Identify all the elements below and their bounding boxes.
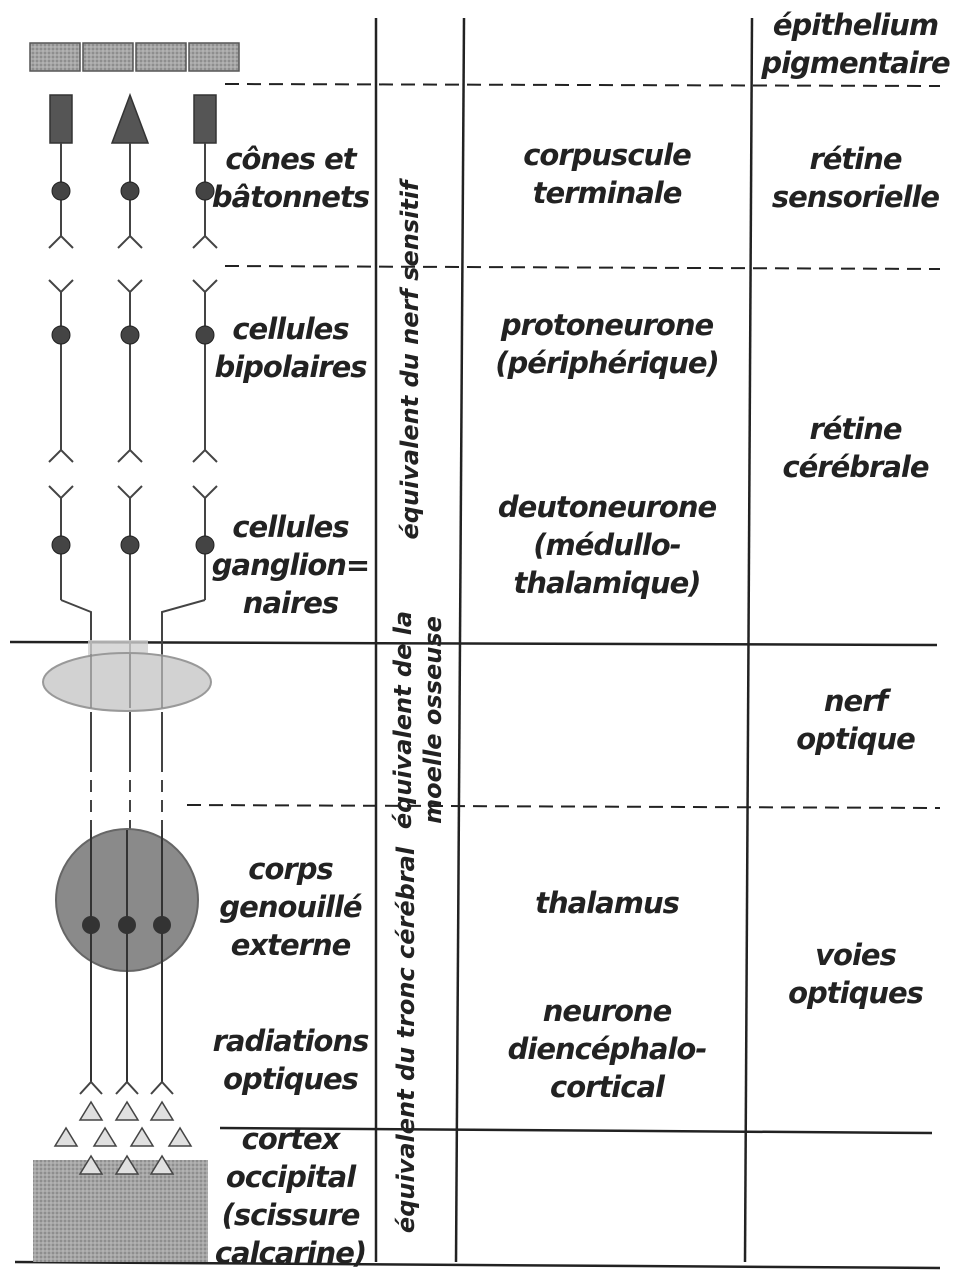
photoreceptors — [49, 92, 217, 144]
label-line: rétine — [809, 412, 902, 446]
label-line: pigmentaire — [761, 46, 950, 80]
label-line: cérébrale — [782, 450, 929, 484]
label-line: (médullo- — [533, 528, 681, 562]
rod-right — [193, 94, 217, 144]
dash-line-retina — [224, 265, 941, 270]
label-optic-radiations: radiations optiques — [198, 1022, 383, 1098]
label-line: corpuscule — [523, 138, 692, 172]
label-occipital-cortex: cortex occipital (scissure calcarine) — [198, 1120, 383, 1272]
occipital-cortex — [33, 1100, 208, 1262]
photoreceptor-soma — [51, 181, 71, 201]
label-line: calcarine) — [214, 1236, 367, 1270]
radiation-terminals — [79, 1080, 174, 1095]
label-deutoneuron: deutoneurone (médullo- thalamique) — [462, 488, 752, 602]
label-line: sensorielle — [771, 180, 940, 214]
label-line: épithelium — [772, 8, 939, 42]
label-line: cortical — [550, 1070, 665, 1104]
label-line: naires — [242, 586, 339, 620]
label-line: (scissure — [221, 1198, 361, 1232]
label-pigment-epithelium: épithelium pigmentaire — [752, 6, 959, 82]
neuron-chains-upper — [48, 143, 218, 708]
label-ganglion-cells: cellules ganglion= naires — [198, 508, 383, 622]
label-line: diencéphalo- — [507, 1032, 708, 1066]
ganglion-soma — [195, 535, 215, 555]
label-line: optiques — [788, 976, 924, 1010]
label-cones-rods: cônes et bâtonnets — [198, 140, 383, 216]
label-line: cônes et — [225, 142, 356, 176]
label-line: cellules — [232, 312, 349, 346]
divider-col4 — [743, 17, 754, 1263]
lateral-geniculate-nucleus — [55, 828, 199, 1082]
photoreceptor-soma — [120, 181, 140, 201]
label-line: externe — [230, 928, 352, 962]
label-line: occipital — [225, 1160, 356, 1194]
label-line: neurone — [542, 994, 673, 1028]
label-line: protoneurone — [500, 308, 714, 342]
label-protoneuron: protoneurone (périphérique) — [462, 306, 752, 382]
solid-line-cortex — [219, 1126, 933, 1135]
ganglion-soma — [51, 535, 71, 555]
divider-col3 — [454, 17, 466, 1263]
label-bipolar-cells: cellules bipolaires — [198, 310, 383, 386]
label-diencephalo-cortical-neuron: neurone diencéphalo- cortical — [462, 992, 752, 1106]
row-dividers — [9, 83, 941, 1270]
label-line: corps — [248, 852, 333, 886]
ganglion-soma — [120, 535, 140, 555]
label-line: voies — [815, 938, 897, 972]
optic-chiasm — [42, 640, 212, 712]
label-line: bipolaires — [214, 350, 367, 384]
optic-nerve-fibers — [90, 712, 163, 830]
label-sensory-retina: rétine sensorielle — [752, 140, 959, 216]
chain-middle — [117, 143, 143, 708]
label-line: radiations — [212, 1024, 370, 1058]
label-geniculate-body: corps genouillé externe — [198, 850, 383, 964]
label-line: genouillé — [219, 890, 362, 924]
label-line: cortex — [241, 1122, 341, 1156]
label-line: bâtonnets — [211, 180, 370, 214]
label-line: ganglion= — [211, 548, 370, 582]
label-line: nerf — [823, 684, 888, 718]
chain-right — [161, 143, 218, 708]
dash-line-geniculate — [186, 804, 941, 809]
retinal-cell-bodies — [51, 181, 215, 555]
chain-left — [48, 143, 92, 708]
label-line: optique — [796, 722, 916, 756]
label-brainstem-equivalent: équivalent du tronc cérébral — [392, 846, 420, 1234]
label-terminal-corpuscle: corpuscule terminale — [462, 136, 752, 212]
label-line: thalamique) — [513, 566, 701, 600]
label-optic-pathways: voies optiques — [752, 936, 959, 1012]
label-line: cellules — [232, 510, 349, 544]
dash-line-epithelium — [224, 83, 941, 87]
label-line: moelle osseuse — [419, 616, 447, 824]
label-line: équivalent de la — [389, 610, 417, 830]
label-cerebral-retina: rétine cérébrale — [752, 410, 959, 486]
label-line: terminale — [532, 176, 683, 210]
label-line: optiques — [223, 1062, 359, 1096]
bipolar-soma — [195, 325, 215, 345]
label-line: (périphérique) — [495, 346, 720, 380]
column-dividers — [374, 17, 754, 1263]
label-line: rétine — [809, 142, 902, 176]
solid-line-chiasm — [9, 640, 938, 647]
bottom-line — [14, 1260, 941, 1270]
label-line: deutoneurone — [497, 490, 717, 524]
label-sensory-nerve-equivalent: équivalent du nerf sensitif — [396, 180, 424, 540]
label-spinal-cord-equivalent: équivalent de la moelle osseuse — [388, 611, 448, 829]
rod-left — [49, 94, 73, 144]
bipolar-soma — [51, 325, 71, 345]
photoreceptor-soma — [195, 181, 215, 201]
cone-middle — [110, 92, 150, 144]
pigment-epithelium — [29, 42, 240, 72]
bipolar-soma — [120, 325, 140, 345]
label-optic-nerve: nerf optique — [752, 682, 959, 758]
label-thalamus: thalamus — [535, 886, 680, 920]
